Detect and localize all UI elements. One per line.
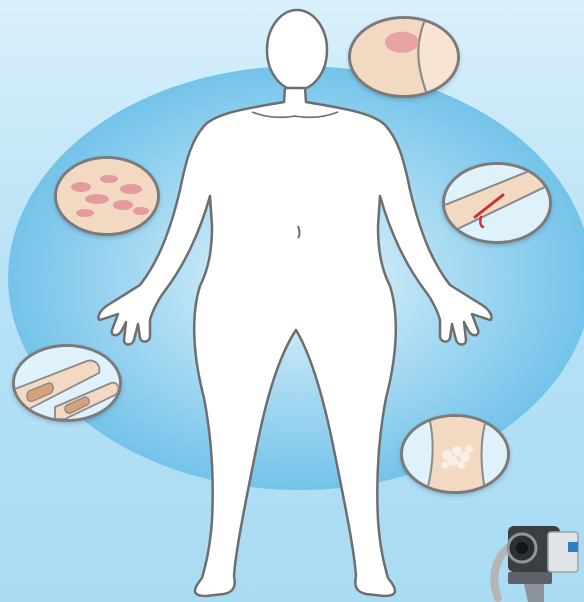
medical-device-icon xyxy=(488,518,584,602)
callout-arm-cut xyxy=(442,162,552,244)
callout-scaly-patches xyxy=(54,156,160,236)
skin-spot-icon xyxy=(351,19,457,95)
nail-fungus-icon xyxy=(15,347,119,419)
callout-ankle-rash xyxy=(400,414,510,494)
scaly-patches-icon xyxy=(57,159,157,233)
callout-shoulder-spot xyxy=(348,16,460,98)
skin-cut-icon xyxy=(445,165,549,241)
callout-fingernails xyxy=(12,344,122,422)
rash-icon xyxy=(403,417,507,491)
